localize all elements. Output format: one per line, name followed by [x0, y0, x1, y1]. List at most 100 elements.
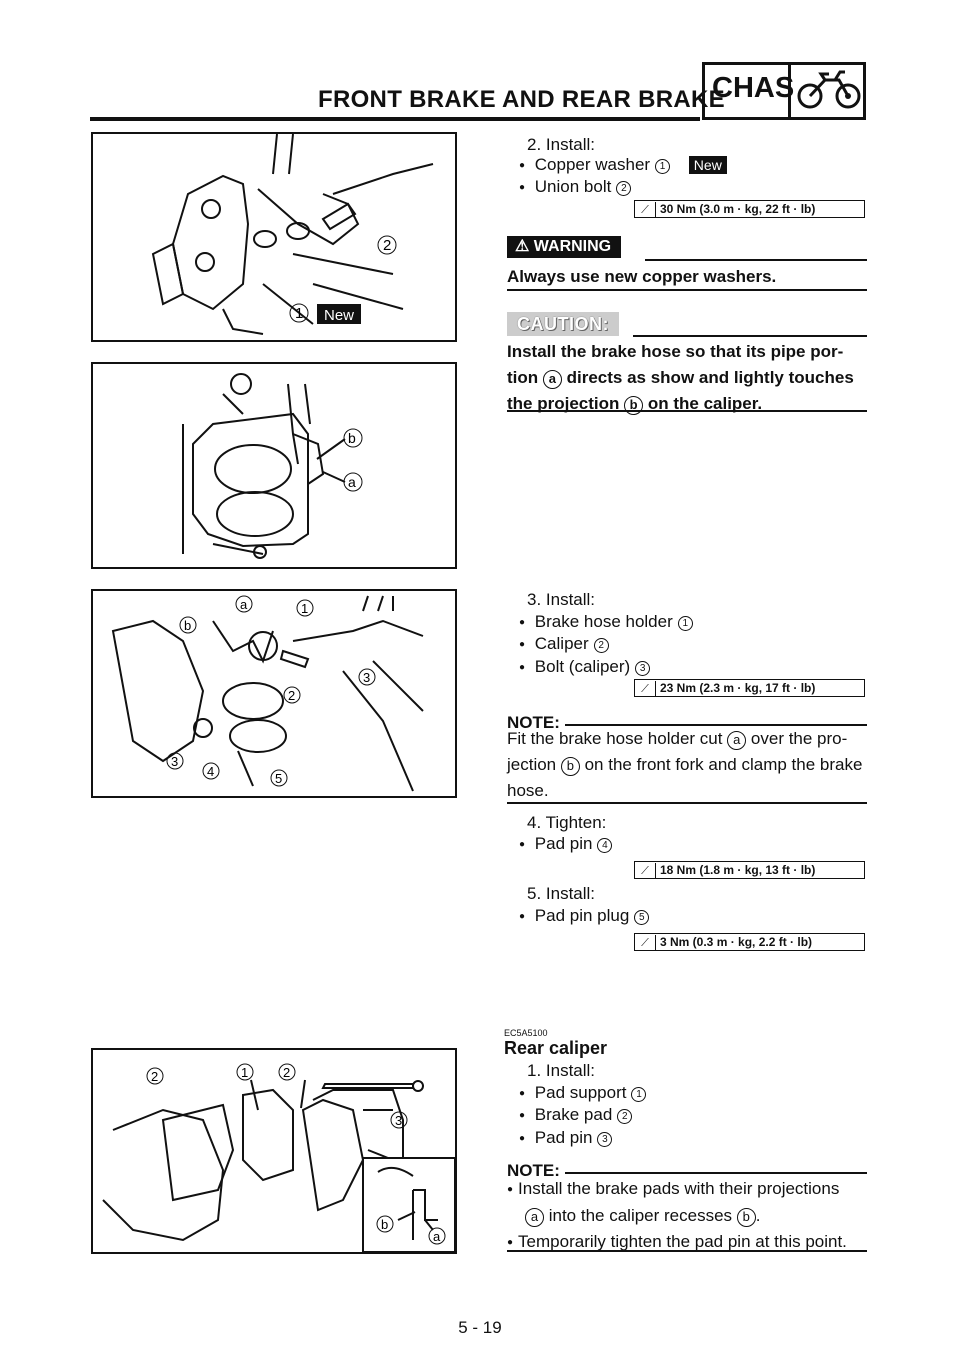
- caution-line-3: the projection b on the caliper.: [507, 391, 869, 417]
- caution-line-2-a: tion: [507, 368, 543, 387]
- ref-1: 1: [677, 616, 693, 631]
- fig4-label-a: a: [433, 1229, 441, 1244]
- svg-text:3: 3: [171, 754, 178, 769]
- fig3-label-5: 5: [275, 771, 282, 786]
- page-number: 5 - 19: [458, 1318, 502, 1337]
- warning-label: WARNING: [533, 238, 612, 255]
- ref-1: 1: [655, 159, 671, 174]
- step5-item-1-label: Pad pin plug: [534, 906, 630, 925]
- note1-line-2: jection b on the front fork and clamp th…: [507, 752, 869, 778]
- note1-label: NOTE:: [507, 713, 560, 732]
- ref-3: 3: [597, 1132, 613, 1147]
- ref-2: 2: [617, 1109, 633, 1124]
- caution-badge: CAUTION:: [507, 312, 619, 336]
- caution-text: Install the brake hose so that its pipe …: [507, 339, 869, 417]
- caution-line-3-b: on the caliper.: [643, 394, 763, 413]
- ref-b: b: [736, 1208, 756, 1227]
- page-title: FRONT BRAKE AND REAR BRAKE: [318, 86, 725, 113]
- warning-text: Always use new copper washers.: [507, 267, 777, 286]
- note2-cont-b: .: [755, 1206, 761, 1225]
- warning-icon: ⚠: [515, 238, 530, 255]
- wrench-icon: ⟋: [635, 935, 656, 951]
- svg-text:1: 1: [295, 305, 303, 322]
- wrench-icon: ⟋: [635, 863, 656, 879]
- note1-text: Fit the brake hose holder cut a over the…: [507, 726, 869, 804]
- note1-end-rule: [507, 802, 867, 804]
- motorcycle-icon: [797, 70, 861, 109]
- svg-text:5: 5: [275, 771, 282, 786]
- wrench-icon: ⟋: [635, 681, 656, 697]
- note1-line-1: Fit the brake hose holder cut a over the…: [507, 726, 869, 752]
- caution-label: CAUTION:: [517, 314, 609, 334]
- section-tab: [702, 62, 866, 120]
- note1-line-3: hose.: [507, 781, 549, 800]
- svg-text:b: b: [348, 430, 356, 446]
- fig3-label-b: b: [184, 618, 191, 633]
- warning-end-rule: [507, 289, 867, 291]
- caution-line-1: Install the brake hose so that its pipe …: [507, 342, 844, 361]
- svg-text:4: 4: [207, 764, 214, 779]
- fig3-label-1: 1: [301, 601, 308, 616]
- figure-union-bolt: 2 1 New: [91, 132, 457, 342]
- step4-item-1-label: Pad pin: [534, 834, 593, 853]
- fig3-label-3a: 3: [363, 670, 370, 685]
- ref-2: 2: [616, 181, 632, 196]
- step5-item-1: Pad pin plug 5: [519, 905, 650, 928]
- step2-torque: ⟋ 30 Nm (3.0 m · kg, 22 ft · lb): [634, 200, 865, 218]
- caution-end-rule: [507, 410, 867, 412]
- svg-text:3: 3: [395, 1113, 402, 1128]
- brake-hose-holder-illustration: a 1 b 3 2 3 4 5: [111, 595, 424, 792]
- step3-item-3: Bolt (caliper)3: [519, 656, 651, 679]
- section-code-label: EC5A5100: [504, 1028, 548, 1038]
- fig3-label-3b: 3: [171, 754, 178, 769]
- header-rule: [90, 117, 700, 121]
- wrench-icon: ⟋: [635, 202, 656, 218]
- fig1-label-2: 2: [383, 237, 391, 254]
- new-badge: New: [688, 156, 727, 174]
- step2-torque-value: 30 Nm (3.0 m · kg, 22 ft · lb): [660, 202, 816, 216]
- ref-2: 2: [593, 638, 609, 653]
- ref-a: a: [542, 370, 562, 389]
- warning-rule: [645, 259, 867, 261]
- note1-line-2-b: on the front fork and clamp the brake: [579, 755, 863, 774]
- step2-item-1-label: Copper washer: [534, 155, 651, 174]
- step3-item-3-label: Bolt (caliper): [534, 657, 631, 676]
- svg-text:1: 1: [241, 1065, 248, 1080]
- note2-bullet-1-cont: a into the caliper recesses b.: [507, 1203, 869, 1229]
- note2-rule: [565, 1172, 867, 1174]
- note1-line-1-b: over the pro-: [746, 729, 848, 748]
- section-code: CHAS: [712, 72, 795, 104]
- svg-text:2: 2: [151, 1069, 158, 1084]
- note1-line-1-a: Fit the brake hose holder cut: [507, 729, 728, 748]
- fig1-label-1: 1: [295, 305, 303, 322]
- step3-torque-value: 23 Nm (2.3 m · kg, 17 ft · lb): [660, 681, 816, 695]
- note2-end-rule: [507, 1250, 867, 1252]
- note1-line-2-a: jection: [507, 755, 561, 774]
- fig3-label-4: 4: [207, 764, 214, 779]
- svg-text:2: 2: [283, 1065, 290, 1080]
- step3-heading: 3. Install:: [527, 590, 596, 609]
- figure-caliper-hose: b a: [91, 362, 457, 569]
- fig1-new-badge: New: [324, 307, 354, 324]
- note2-bullet-2: Temporarily tighten the pad pin at this …: [507, 1229, 869, 1256]
- rear-caliper-title: Rear caliper: [504, 1038, 608, 1058]
- ref-b: b: [560, 757, 580, 776]
- ref-5: 5: [634, 910, 650, 925]
- step4-heading: 4. Tighten:: [527, 813, 607, 832]
- fig3-label-a: a: [240, 597, 248, 612]
- fig2-label-a: a: [348, 474, 356, 490]
- ref-a: a: [525, 1208, 544, 1227]
- svg-text:b: b: [381, 1217, 388, 1232]
- svg-text:a: a: [348, 474, 356, 490]
- rear-step1-heading: 1. Install:: [527, 1061, 596, 1080]
- step5-torque-value: 3 Nm (0.3 m · kg, 2.2 ft · lb): [660, 935, 813, 949]
- figure-brake-hose-holder: a 1 b 3 2 3 4 5: [91, 589, 457, 798]
- step4-torque-value: 18 Nm (1.8 m · kg, 13 ft · lb): [660, 863, 816, 877]
- svg-text:2: 2: [288, 688, 295, 703]
